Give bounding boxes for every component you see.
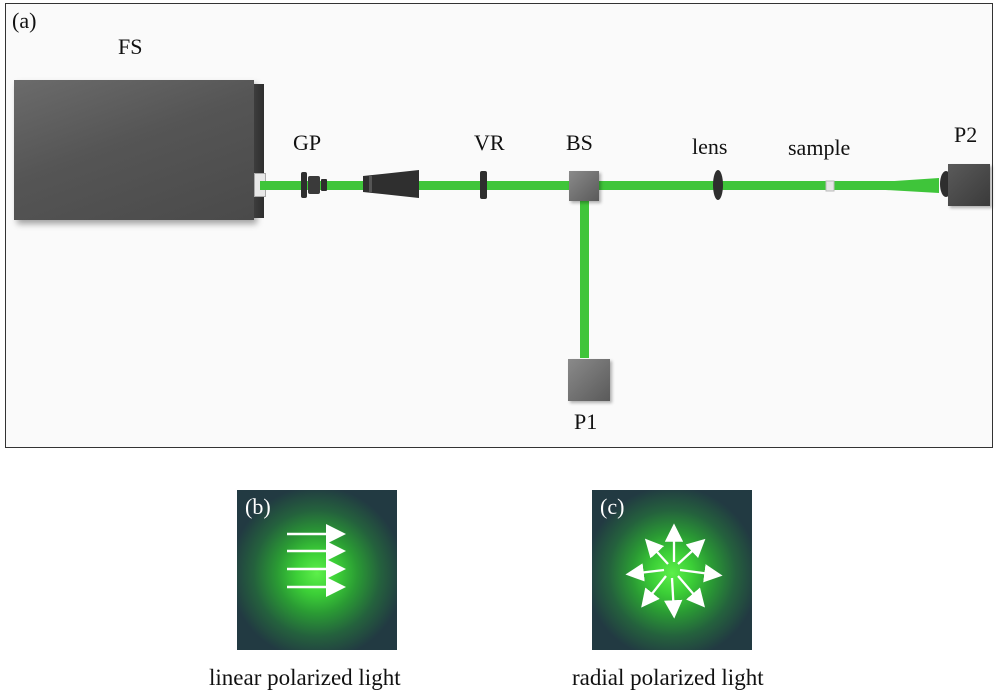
- panel-b-caption: linear polarized light: [209, 665, 401, 690]
- vr-element: [480, 171, 487, 199]
- lens-element: [713, 170, 723, 200]
- radial-polarization-arrows: [625, 523, 723, 619]
- bs-label: BS: [566, 130, 593, 155]
- fs-label: FS: [118, 34, 143, 59]
- bs-cube: [569, 171, 599, 201]
- gp-label: GP: [293, 130, 322, 155]
- fs-source-box: [14, 80, 266, 220]
- sample-label: sample: [788, 135, 851, 160]
- p2-detector: [948, 164, 990, 206]
- p2-label: P2: [954, 122, 978, 147]
- vr-label: VR: [474, 130, 505, 155]
- p1-label: P1: [574, 409, 598, 434]
- lens-label: lens: [692, 134, 728, 159]
- reflected-beam: [580, 186, 589, 358]
- focusing-cones: [724, 178, 939, 193]
- linear-polarized-inset: (b): [237, 490, 397, 650]
- radial-polarized-inset: (c): [592, 490, 752, 650]
- p1-detector: [568, 359, 610, 401]
- linear-polarization-arrows: [287, 524, 346, 597]
- panel-c-caption: radial polarized light: [572, 665, 764, 690]
- panel-b-letter: (b): [245, 494, 271, 519]
- beam-expander: [363, 170, 419, 198]
- setup-panel: (a) FS GP VR BS lens sample P2: [5, 3, 993, 448]
- panel-c-letter: (c): [600, 494, 625, 519]
- gp-element: [301, 172, 327, 198]
- panel-a-letter: (a): [12, 8, 37, 33]
